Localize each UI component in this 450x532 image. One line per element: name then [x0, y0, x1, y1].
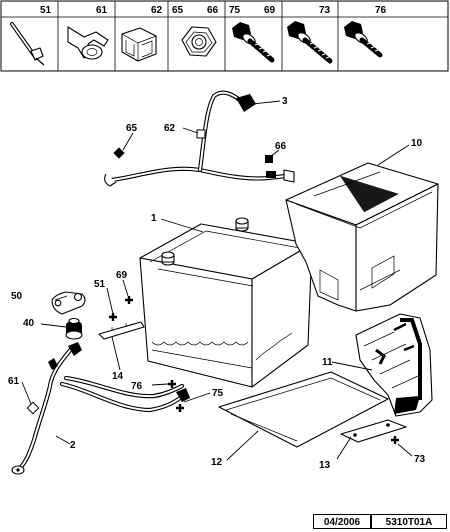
callout-1: 1: [151, 213, 157, 224]
plus-marker-75: [176, 404, 184, 412]
callout-3: 3: [282, 96, 288, 107]
hex-nut-icon: [181, 26, 217, 57]
short-bolt-icon: [344, 21, 383, 58]
callout-13: 13: [319, 460, 331, 471]
negative-ground-cable: [11, 342, 190, 475]
parts-strip: 51 61 62 65 66 75 69 73 76: [0, 0, 449, 72]
plus-marker-76: [168, 380, 176, 388]
footer-reference: 5310T01A: [371, 514, 447, 529]
callouts: 3 65 62 66 10 1 51 69 50 40 14 61 76 75 …: [8, 96, 426, 471]
nut-marker-65: [113, 147, 125, 159]
positive-cable: [104, 90, 295, 187]
callout-62: 62: [164, 123, 176, 134]
strip-label-75: 75: [229, 5, 241, 16]
callout-73: 73: [414, 454, 426, 465]
negative-terminal-clamp: [51, 291, 86, 340]
strip-label-69: 69: [264, 5, 276, 16]
callout-12: 12: [211, 457, 223, 468]
callout-40: 40: [23, 318, 35, 329]
strip-label-66: 66: [207, 5, 219, 16]
callout-2: 2: [70, 440, 76, 451]
strip-label-62: 62: [151, 5, 163, 16]
terminal-cover: [98, 321, 145, 340]
clamp-plate: [340, 419, 407, 443]
callout-65: 65: [126, 123, 138, 134]
callout-66: 66: [275, 141, 287, 152]
battery-tray: [218, 371, 389, 448]
plus-marker-69: [125, 296, 133, 304]
clip-marker-62: [196, 129, 206, 139]
leader-lines: [21, 100, 413, 461]
callout-61: 61: [8, 376, 20, 387]
strip-label-65: 65: [172, 5, 184, 16]
battery: [139, 217, 313, 388]
callout-11: 11: [322, 357, 333, 368]
callout-50: 50: [11, 291, 23, 302]
cable-clip-icon: [67, 26, 109, 60]
callout-69: 69: [116, 270, 128, 281]
flange-bolt-icon: [232, 22, 275, 63]
battery-box: [285, 162, 439, 312]
strip-label-73: 73: [319, 5, 331, 16]
long-bolt-icon: [287, 21, 333, 64]
plus-marker-51: [109, 313, 117, 321]
callout-76: 76: [131, 381, 143, 392]
callout-51: 51: [94, 279, 106, 290]
clip-marker-61: [26, 401, 40, 415]
nut-marker-66: [265, 155, 273, 163]
strip-label-76: 76: [375, 5, 387, 16]
callout-75: 75: [212, 388, 224, 399]
battery-bracket: [355, 313, 433, 417]
callout-10: 10: [411, 138, 423, 149]
strip-label-61: 61: [96, 5, 108, 16]
plus-marker-73: [391, 436, 399, 444]
callout-14: 14: [112, 371, 124, 382]
strip-label-51: 51: [40, 5, 52, 16]
cable-holder-icon: [121, 27, 157, 62]
footer-date: 04/2006: [313, 514, 371, 529]
cable-tie-pin-icon: [10, 22, 45, 66]
